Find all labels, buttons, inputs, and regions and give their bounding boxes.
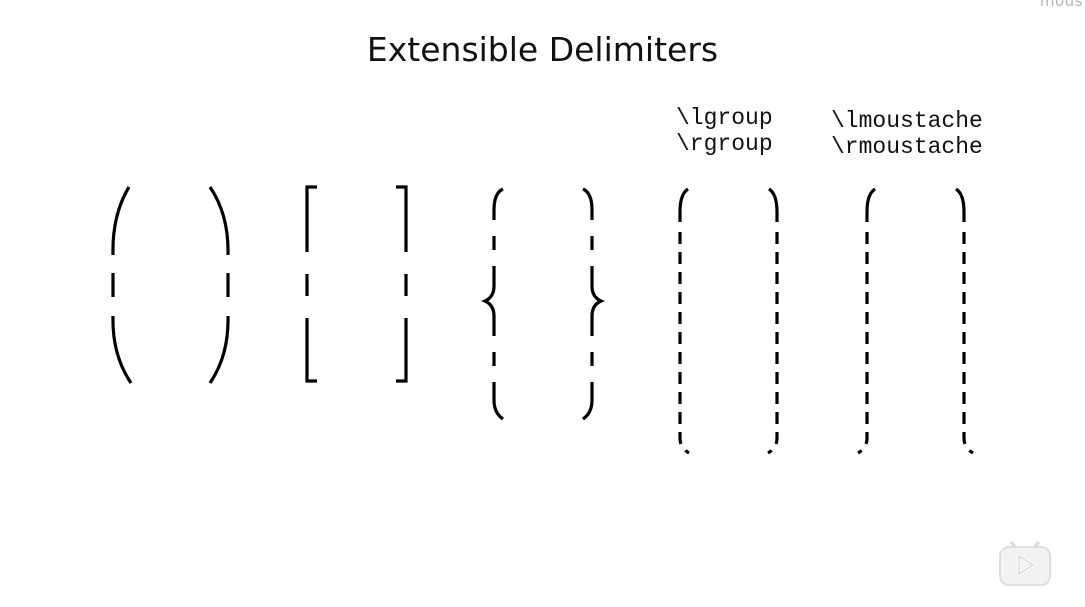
right-group-delimiter xyxy=(767,187,779,455)
moustache-command-label: \lmoustache \rmoustache xyxy=(831,108,983,160)
right-moustache-delimiter xyxy=(955,187,974,455)
right-square-bracket xyxy=(396,185,408,383)
slide-title: Extensible Delimiters xyxy=(366,30,719,69)
lmoustache-command: \lmoustache xyxy=(831,108,983,134)
left-parenthesis xyxy=(111,186,133,384)
lgroup-command: \lgroup xyxy=(676,105,773,131)
left-square-bracket xyxy=(305,185,317,383)
rgroup-command: \rgroup xyxy=(676,131,773,157)
play-icon[interactable] xyxy=(998,539,1052,587)
corner-watermark-text: mous xyxy=(1039,0,1083,10)
left-curly-brace xyxy=(481,187,504,421)
right-parenthesis xyxy=(208,186,230,384)
group-command-label: \lgroup \rgroup xyxy=(676,105,773,157)
left-group-delimiter xyxy=(678,187,690,455)
rmoustache-command: \rmoustache xyxy=(831,134,983,160)
left-moustache-delimiter xyxy=(857,187,876,455)
right-curly-brace xyxy=(582,187,605,421)
